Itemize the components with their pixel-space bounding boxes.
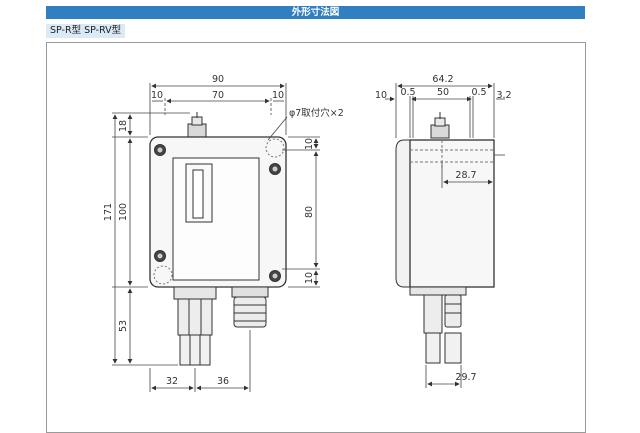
- dim-side-left: 10: [375, 90, 387, 101]
- mount-hole-note: φ7取付穴×2: [289, 107, 344, 119]
- dim-side-bottom: 29.7: [455, 372, 476, 383]
- dim-front-right-margin: 10: [272, 90, 284, 101]
- dim-front-left-margin: 10: [151, 90, 163, 101]
- dim-front-hole-pitch: 80: [304, 206, 315, 218]
- front-view: [149, 112, 287, 366]
- front-dim-lines: [112, 83, 320, 392]
- dim-front-top-offset: 18: [118, 120, 129, 132]
- dim-side-right: 3.2: [496, 90, 511, 101]
- dim-front-bottom-left: 32: [166, 376, 178, 387]
- dim-front-bottom-right: 36: [217, 376, 229, 387]
- section-title: 外形寸法図: [46, 6, 585, 19]
- dim-front-center-width: 70: [212, 90, 224, 101]
- dim-front-lower-height: 53: [118, 320, 129, 332]
- dim-side-total-width: 64.2: [432, 74, 453, 85]
- dim-side-gap-right: 0.5: [471, 87, 486, 98]
- dim-side-offset: 28.7: [455, 170, 476, 181]
- dim-side-gap-left: 0.5: [400, 87, 415, 98]
- dim-front-body-height: 100: [118, 203, 129, 221]
- side-view: [395, 112, 495, 364]
- dim-side-center: 50: [437, 87, 449, 98]
- model-tag: SP-R型 SP-RV型: [46, 24, 126, 38]
- dim-front-right-bottom: 10: [304, 272, 315, 284]
- dim-front-right-top: 10: [304, 138, 315, 150]
- dim-front-total-width: 90: [212, 74, 224, 85]
- dim-front-total-height: 171: [103, 203, 114, 221]
- side-dim-lines: [385, 83, 505, 388]
